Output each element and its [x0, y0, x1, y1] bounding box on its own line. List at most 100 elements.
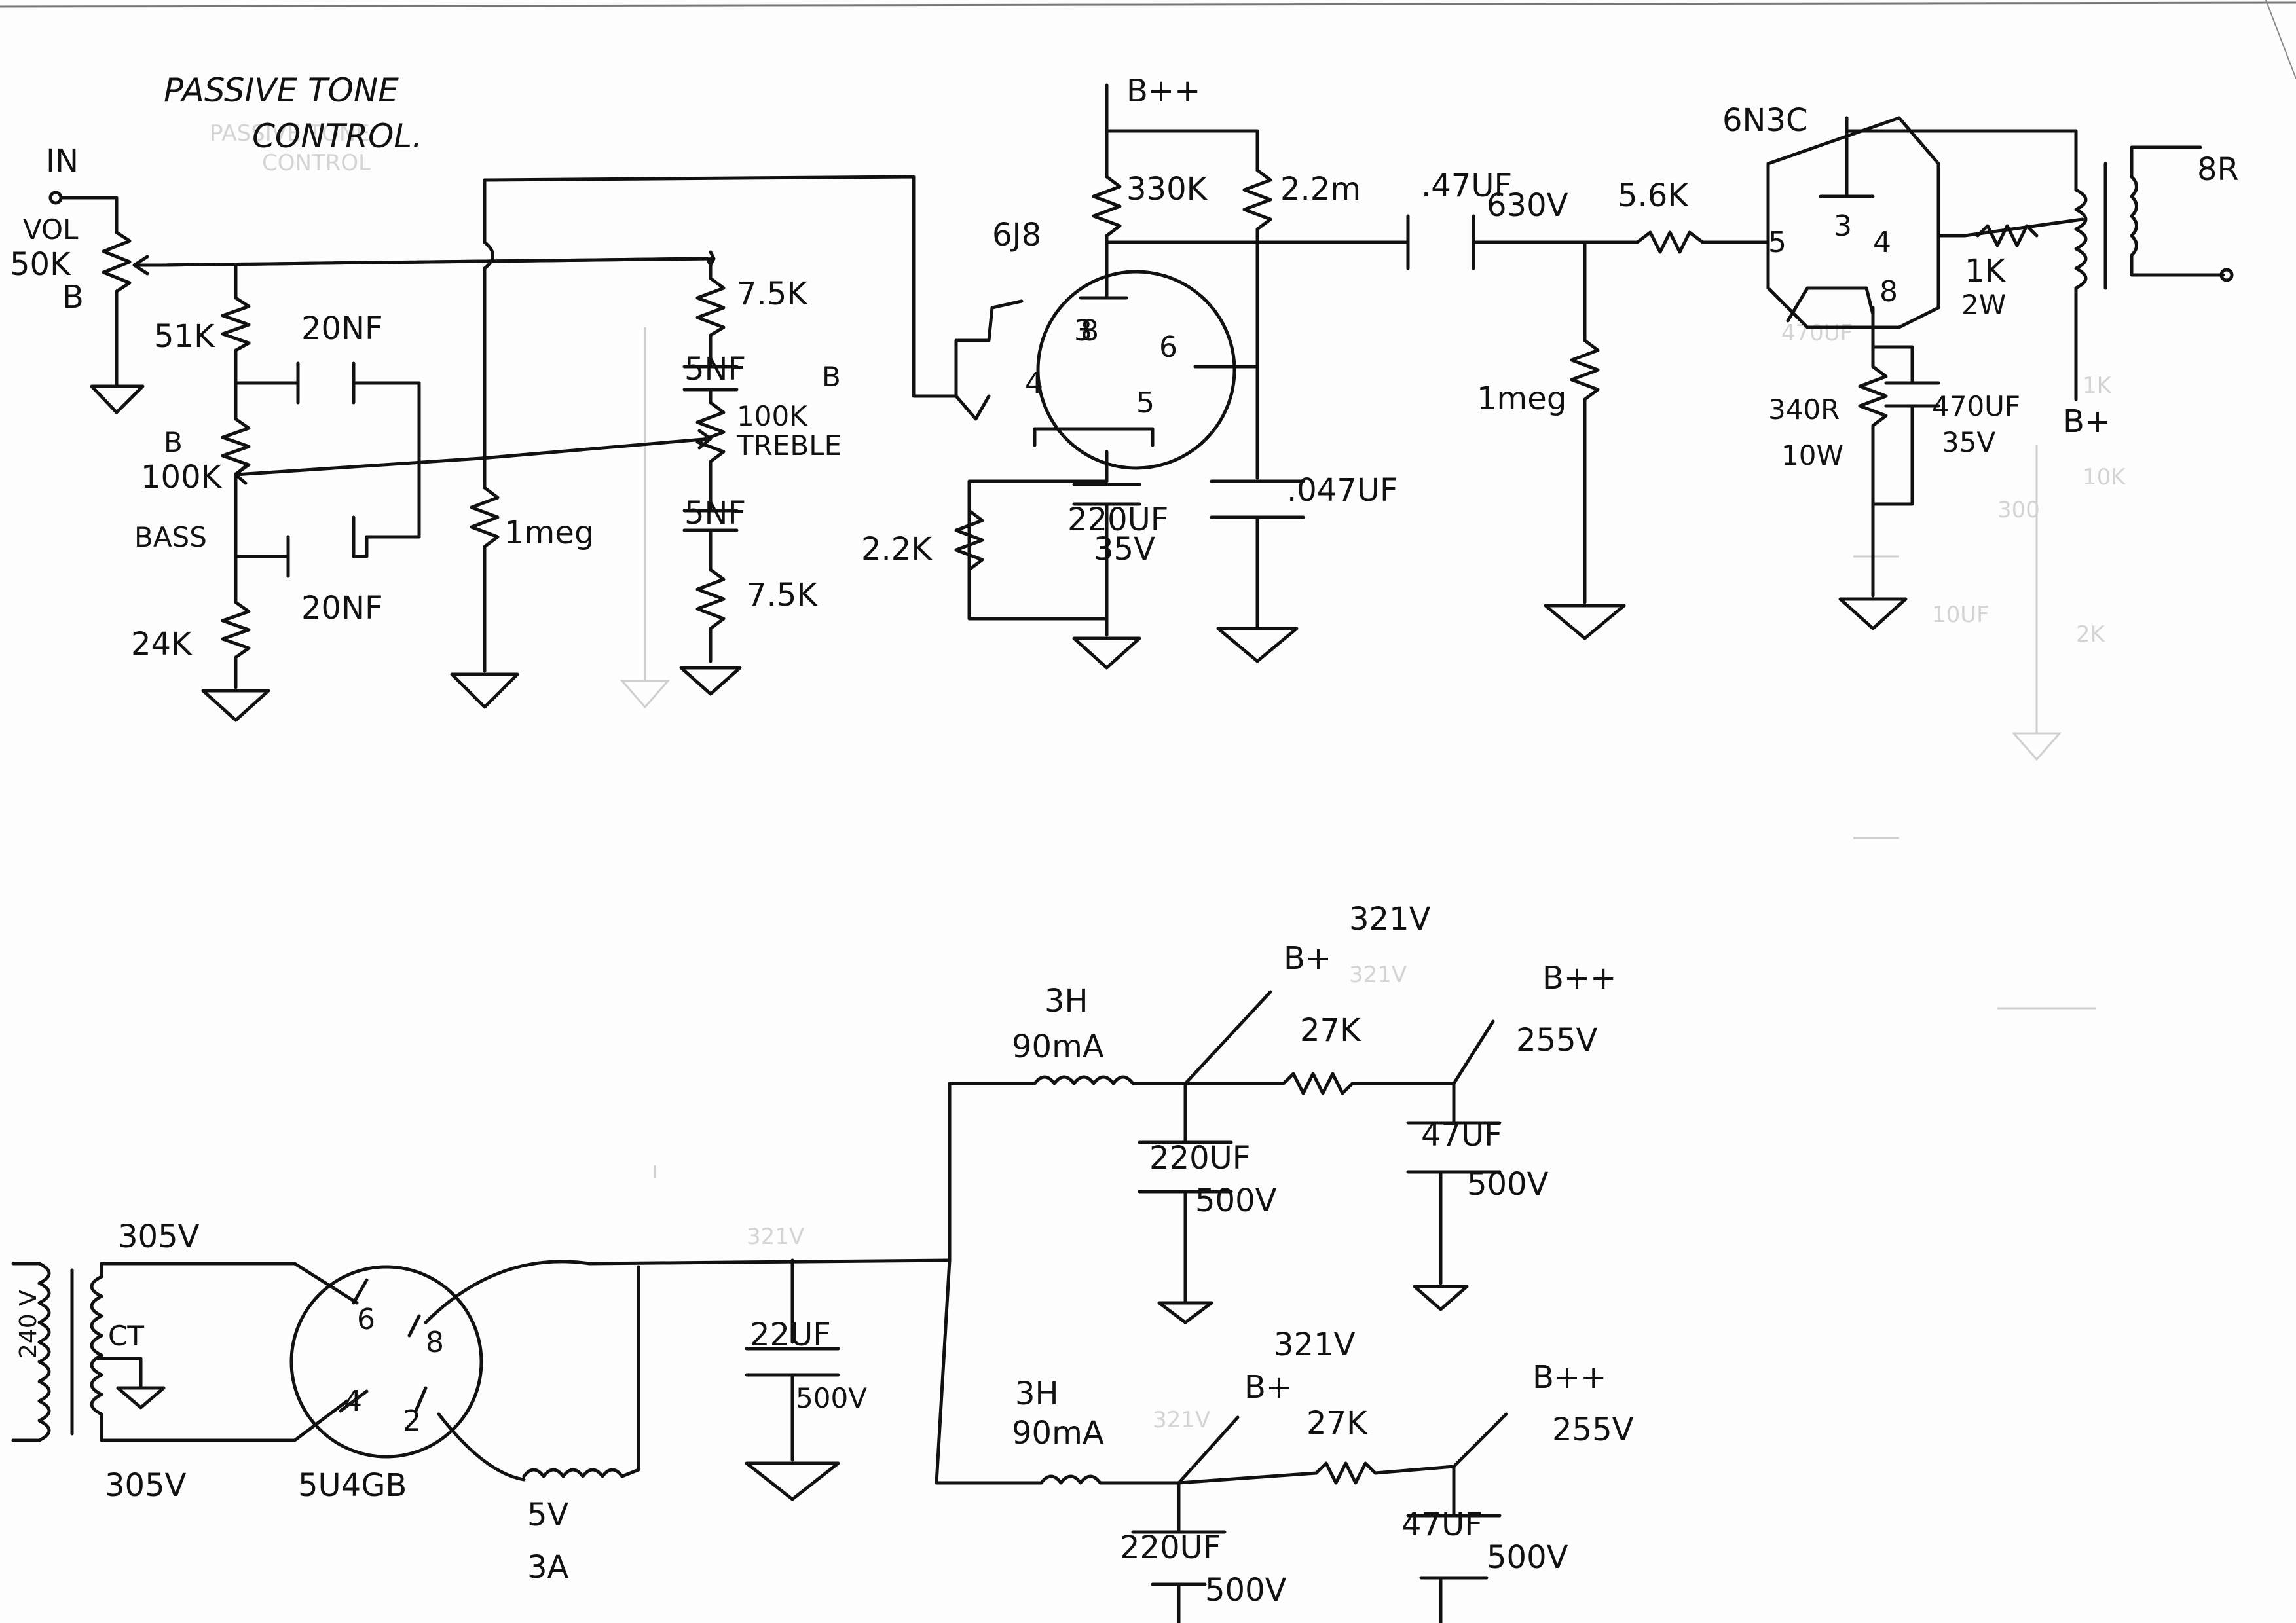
svg-text:27K: 27K [1306, 1405, 1368, 1442]
crossover-hop [483, 240, 494, 270]
wire-top-loop [483, 175, 958, 398]
svg-text:TREBLE: TREBLE [736, 429, 842, 462]
ground-symbol [745, 1461, 840, 1501]
heater-winding [522, 1265, 640, 1478]
ground-symbol [1544, 604, 1626, 640]
svg-text:35V: 35V [1942, 426, 1995, 458]
svg-text:500V: 500V [796, 1382, 867, 1414]
svg-text:24K: 24K [131, 626, 193, 663]
tube-cathode-bracket [1033, 427, 1155, 447]
resistor-51k [221, 296, 251, 385]
svg-text:7.5K: 7.5K [747, 577, 818, 613]
svg-text:B+: B+ [1244, 1369, 1292, 1406]
svg-text:2: 2 [403, 1404, 421, 1438]
svg-text:CONTROL: CONTROL [262, 150, 371, 176]
svg-text:3H: 3H [1015, 1376, 1059, 1412]
bplusplus-arrow-a [1452, 1019, 1495, 1085]
svg-text:5: 5 [1768, 226, 1787, 259]
svg-text:6J8: 6J8 [992, 217, 1041, 253]
svg-text:5NF: 5NF [684, 495, 746, 532]
psu-branch-b: 3H 90mA B+ 321V 27K B++ 255V 220UF 500V … [935, 1258, 1634, 1623]
transformer-secondary [90, 1275, 103, 1416]
resistor-1meg-grid [1570, 338, 1600, 604]
tube-envelope-5u4gb [289, 1265, 483, 1459]
ground-symbol [201, 689, 270, 722]
svg-text:B++: B++ [1532, 1359, 1606, 1396]
svg-text:2W: 2W [1961, 289, 2006, 321]
choke-3h-b [1039, 1474, 1181, 1485]
svg-text:220UF: 220UF [1120, 1529, 1221, 1566]
treble-pot-resistor [695, 401, 726, 486]
svg-text:5.6K: 5.6K [1618, 177, 1689, 214]
resistor-24k [221, 600, 251, 689]
svg-text:470UF: 470UF [1781, 320, 1853, 346]
svg-text:CT: CT [108, 1320, 144, 1352]
bplus-arrow-b [1177, 1415, 1240, 1485]
ground-symbol [1838, 597, 1908, 630]
choke-3h-a [1033, 1075, 1187, 1085]
resistor-1k [1976, 224, 2039, 247]
svg-text:321V: 321V [747, 1224, 804, 1250]
svg-text:5NF: 5NF [684, 351, 746, 388]
svg-text:500V: 500V [1205, 1572, 1287, 1609]
tube-6n3c-stage: 6N3C 3 5 4 8 1K 2W B+ 8R 470UF 35V 340R … [1722, 102, 2239, 630]
tube-envelope-6j8 [1036, 270, 1236, 470]
capacitor-20nf-top [296, 361, 356, 405]
ground-symbol [1072, 636, 1141, 670]
svg-text:100K: 100K [737, 400, 808, 432]
ground-symbol [1413, 1285, 1469, 1311]
rectifier-5u4gb: 6 8 4 2 5U4GB 5V 3A [289, 1258, 952, 1586]
svg-text:220UF: 220UF [1067, 501, 1168, 538]
svg-text:220UF: 220UF [1149, 1140, 1250, 1176]
svg-text:300: 300 [1997, 497, 2040, 523]
capacitor-20nf-bottom [286, 515, 356, 578]
svg-text:4: 4 [1025, 367, 1043, 400]
svg-text:10UF: 10UF [1932, 602, 1990, 628]
resistor-7.5k-top [695, 276, 726, 369]
svg-text:51K: 51K [154, 318, 215, 355]
bass-tone-stack: 51K 20NF B 100K BASS 20NF 24K [131, 263, 483, 722]
svg-text:20NF: 20NF [301, 310, 383, 347]
svg-text:240 V: 240 V [15, 1290, 42, 1359]
coupling-network: .47UF 630V 5.6K 1meg [1406, 168, 1770, 640]
bplus-arrow-a [1183, 990, 1272, 1085]
resistor-2.2k [954, 509, 984, 572]
svg-text:100K: 100K [141, 459, 223, 496]
svg-text:27K: 27K [1300, 1012, 1361, 1049]
psu-branch-a: 3H 90mA B+ 321V 27K B++ 255V 220UF 500V … [948, 901, 1616, 1324]
svg-text:IN: IN [46, 143, 79, 179]
resistor-1meg [470, 486, 500, 673]
svg-text:22UF: 22UF [750, 1317, 831, 1353]
svg-text:6: 6 [1159, 331, 1177, 364]
svg-text:47UF: 47UF [1401, 1506, 1483, 1543]
svg-text:PASSIVE TONE: PASSIVE TONE [164, 71, 399, 109]
resistor-5.6k [1635, 230, 1770, 254]
tube-grid-cap [954, 299, 1024, 421]
svg-text:321V: 321V [1153, 1407, 1210, 1433]
svg-text:35V: 35V [1094, 531, 1155, 568]
capacitor-47uf-a [1406, 1121, 1502, 1174]
tube-envelope-6n3c [1766, 116, 1940, 329]
treble-wiper-arrow [479, 429, 713, 460]
svg-text:8: 8 [426, 1326, 444, 1359]
svg-text:20NF: 20NF [301, 590, 383, 627]
resistor-340r [1858, 365, 1888, 598]
svg-text:47UF: 47UF [1421, 1117, 1502, 1154]
bleed-through: PASSIVE TONE CONTROL 470UF 1K 10K 300 10… [210, 120, 2126, 1433]
svg-text:B+: B+ [1284, 940, 1331, 977]
ground-symbol [1157, 1301, 1213, 1324]
svg-text:VOL: VOL [23, 213, 79, 246]
svg-text:321V: 321V [1274, 1326, 1356, 1363]
volume-pot-resistor [102, 230, 132, 333]
svg-text:321V: 321V [1349, 962, 1407, 988]
resistor-27k-b [1314, 1461, 1456, 1485]
svg-text:500V: 500V [1467, 1166, 1549, 1203]
svg-text:50K: 50K [10, 246, 71, 283]
svg-text:470UF: 470UF [1932, 390, 2020, 422]
output-transformer-primary [2074, 188, 2088, 290]
svg-text:B++: B++ [1542, 960, 1616, 996]
reservoir-capacitor: 22UF 500V [745, 1258, 867, 1501]
svg-text:5V: 5V [527, 1497, 569, 1533]
svg-text:500V: 500V [1487, 1539, 1568, 1576]
tube-6j8-stage: B++ 330K 2.2m 6J8 3 8 4 6 5 2.2K 220UF 3… [861, 73, 1410, 670]
